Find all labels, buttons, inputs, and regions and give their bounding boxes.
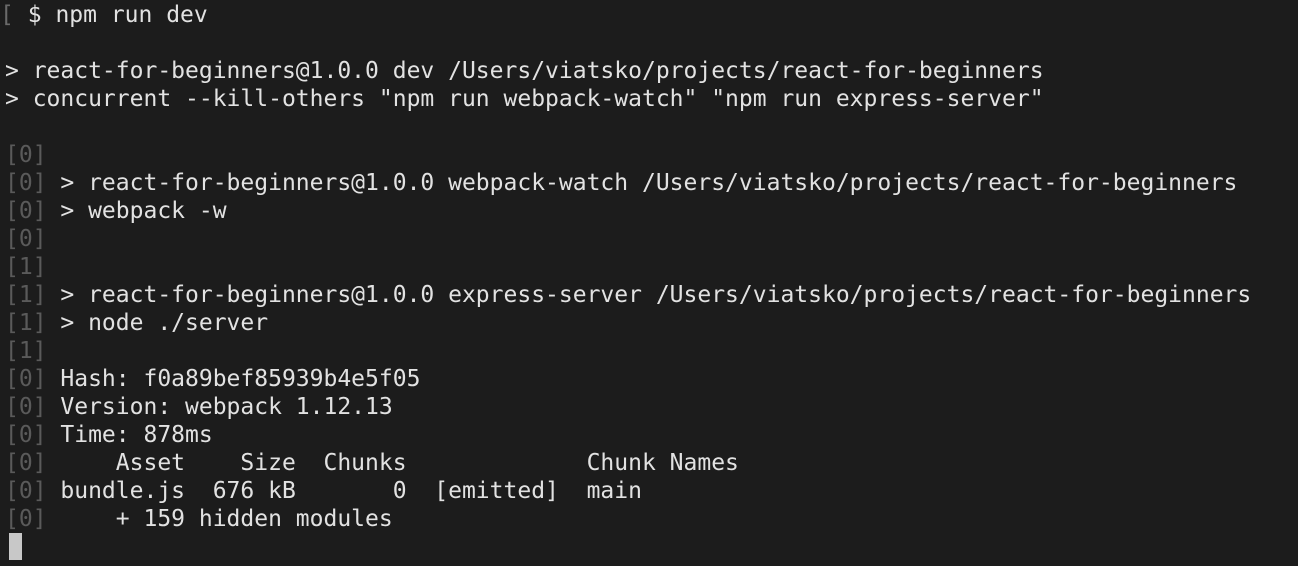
blank-line [0,113,1298,141]
command-text: npm run dev [55,2,208,28]
process-tag: [0] [5,142,47,168]
process-tag: [0] [5,198,47,224]
output-text: Asset Size Chunks Chunk Names [46,450,739,476]
command-line: [ $ npm run dev [0,1,1298,29]
output-line: [0] Hash: f0a89bef85939b4e5f05 [0,365,1298,393]
output-line: [1] [0,337,1298,365]
output-line: [0] [0,141,1298,169]
output-line: [0] + 159 hidden modules [0,505,1298,533]
output-line: [0] > react-for-beginners@1.0.0 webpack-… [0,169,1298,197]
output-line: [0] Asset Size Chunks Chunk Names [0,449,1298,477]
output-text: Version: webpack 1.12.13 [46,394,393,420]
output-text: > react-for-beginners@1.0.0 webpack-watc… [46,170,1238,196]
process-tag: [0] [5,366,47,392]
process-tag: [0] [5,170,47,196]
cursor-line [0,533,1298,561]
output-text: > react-for-beginners@1.0.0 express-serv… [46,282,1252,308]
output-text: > webpack -w [46,198,227,224]
npm-script-line: > react-for-beginners@1.0.0 dev /Users/v… [5,58,1044,84]
output-line: [0] > webpack -w [0,197,1298,225]
process-tag: [1] [5,310,47,336]
output-line: [0] Version: webpack 1.12.13 [0,393,1298,421]
output-text: Hash: f0a89bef85939b4e5f05 [46,366,421,392]
output-line: [1] [0,253,1298,281]
output-text: > node ./server [46,310,269,336]
npm-script-line: > concurrent --kill-others "npm run webp… [5,86,1044,112]
text-cursor[interactable] [9,533,22,560]
prompt-bracket: [ [0,2,14,28]
process-tag: [0] [5,478,47,504]
output-text: + 159 hidden modules [46,506,393,532]
output-text: Time: 878ms [46,422,213,448]
process-tag: [0] [5,394,47,420]
prompt-symbol: $ [27,2,42,28]
output-line: [1] > node ./server [0,309,1298,337]
output-line: [0] Time: 878ms [0,421,1298,449]
process-tag: [1] [5,282,47,308]
process-tag: [1] [5,254,47,280]
process-tag: [0] [5,450,47,476]
output-text: bundle.js 676 kB 0 [emitted] main [46,478,642,504]
process-tag: [0] [5,422,47,448]
output-line: [1] > react-for-beginners@1.0.0 express-… [0,281,1298,309]
process-tag: [1] [5,338,47,364]
blank-line [0,29,1298,57]
process-tag: [0] [5,226,47,252]
output-line: [0] bundle.js 676 kB 0 [emitted] main [0,477,1298,505]
output-line: [0] [0,225,1298,253]
process-tag: [0] [5,506,47,532]
